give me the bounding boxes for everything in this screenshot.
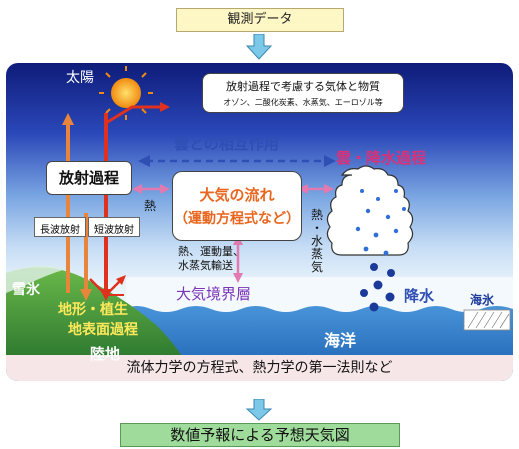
cloud-precipitation-label: 雲・降水過程 bbox=[336, 149, 427, 167]
terrain-line2: 地表面過程 bbox=[68, 322, 138, 338]
cloud-interaction-label: 雲との相互作用 bbox=[174, 135, 279, 153]
radiation-process-label: 放射過程 bbox=[58, 169, 119, 187]
precipitation-label: 降水 bbox=[404, 287, 435, 305]
snow-ice-label: 雪氷 bbox=[12, 282, 40, 298]
boundary-layer-band bbox=[126, 277, 513, 312]
land-area bbox=[6, 267, 196, 381]
longwave-label: 長波放射 bbox=[40, 225, 80, 236]
equations-label: 流体力学の方程式、熱力学の第一法則など bbox=[126, 360, 393, 376]
forecast-map-box: 数値予報による予想天気図 bbox=[120, 423, 400, 447]
ocean-label: 海洋 bbox=[324, 331, 357, 350]
heat-vapor-label: 熱 ・ 水 蒸 気 bbox=[310, 209, 324, 274]
heat-label: 熱 bbox=[144, 199, 157, 213]
transport-line1: 熱、運動量、 bbox=[178, 245, 244, 258]
sun-icon bbox=[111, 78, 141, 108]
heat-vapor-char: 水 bbox=[310, 234, 323, 248]
heat-vapor-char: 蒸 bbox=[310, 247, 323, 261]
boundary-layer-label: 大気境界層 bbox=[176, 285, 252, 303]
terrain-graphic bbox=[6, 66, 513, 381]
atmospheric-flow-box: 大気の流れ （運動方程式など） bbox=[172, 171, 302, 241]
down-arrow-top-icon bbox=[246, 34, 272, 60]
down-arrow-bottom-icon bbox=[246, 399, 272, 421]
gases-items: オゾン、二酸化炭素、水蒸気、エーロゾル等 bbox=[223, 98, 383, 107]
heat-vapor-char: 熱 bbox=[310, 208, 323, 222]
flow-line2: （運動方程式など） bbox=[174, 211, 300, 227]
gases-title: 放射過程で考慮する気体と物質 bbox=[226, 80, 380, 93]
radiation-process-box: 放射過程 bbox=[46, 161, 132, 195]
sea-ice-label: 海氷 bbox=[470, 293, 495, 307]
transport-label: 熱、運動量、 水蒸気輸送 bbox=[178, 245, 244, 273]
land-label: 陸地 bbox=[90, 345, 121, 363]
flow-line1: 大気の流れ bbox=[199, 186, 275, 204]
heat-vapor-char: ・ bbox=[310, 221, 323, 235]
forecast-map-label: 数値予報による予想天気図 bbox=[170, 426, 350, 444]
observation-data-box: 観測データ bbox=[176, 8, 344, 32]
longwave-label-box: 長波放射 bbox=[34, 217, 86, 237]
model-diagram-panel: 放射過程で考慮する気体と物質 オゾン、二酸化炭素、水蒸気、エーロゾル等 太陽 雲… bbox=[6, 63, 513, 381]
heat-vapor-char: 気 bbox=[310, 260, 323, 274]
shortwave-label-box: 短波放射 bbox=[88, 217, 140, 237]
observation-data-label: 観測データ bbox=[227, 12, 293, 27]
shortwave-label: 短波放射 bbox=[94, 225, 134, 236]
transport-line2: 水蒸気輸送 bbox=[178, 259, 233, 272]
sea-ice-patch bbox=[463, 309, 511, 331]
terrain-line1: 地形・植生 bbox=[58, 302, 128, 318]
bottom-band bbox=[6, 355, 513, 381]
snow-area bbox=[6, 265, 66, 293]
sun-label: 太陽 bbox=[66, 70, 94, 86]
gases-box: 放射過程で考慮する気体と物質 オゾン、二酸化炭素、水蒸気、エーロゾル等 bbox=[202, 73, 404, 113]
